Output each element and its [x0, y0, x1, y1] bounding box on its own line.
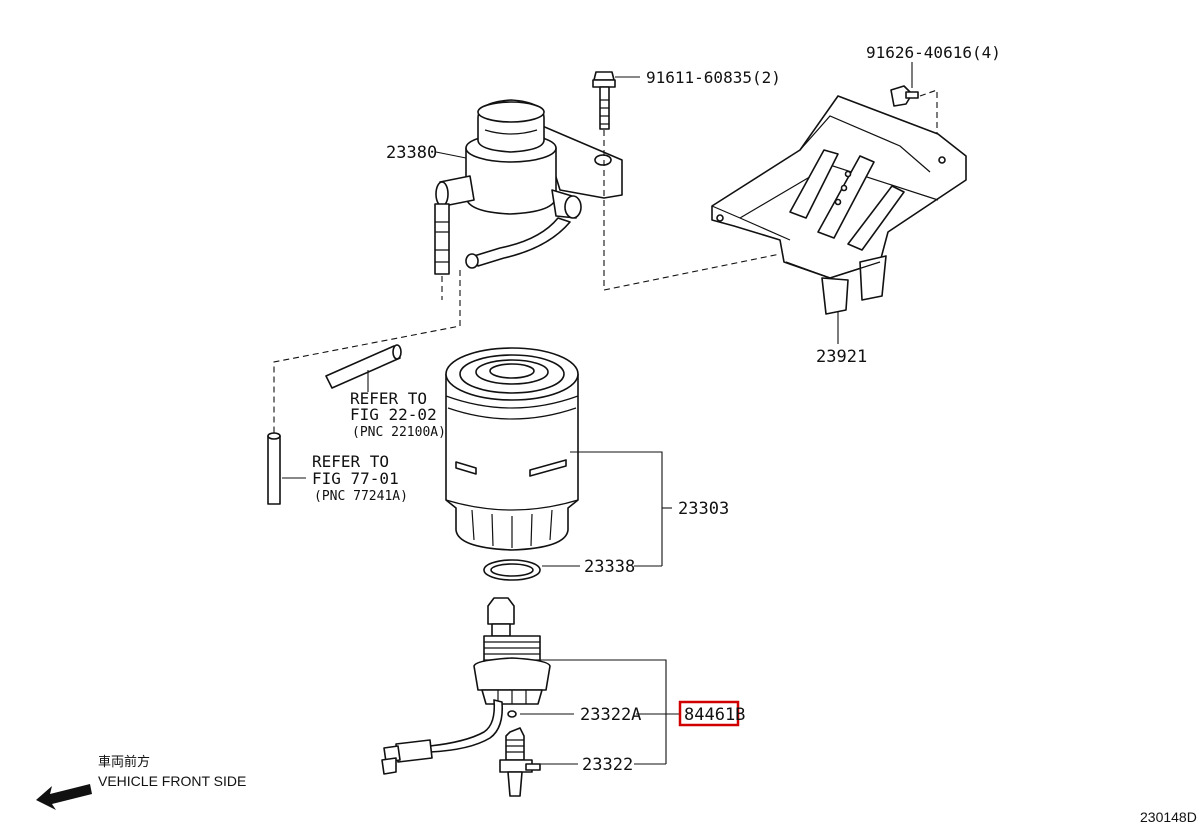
figure-id: 230148D — [1140, 809, 1197, 825]
dash-pump-hose — [273, 270, 461, 440]
label-sensor: 84461B — [684, 705, 745, 725]
label-oring: 23322A — [580, 705, 641, 725]
label-refer-2-l1: REFER TO — [312, 452, 389, 471]
label-filter: 23303 — [678, 499, 729, 519]
fuel-filter — [445, 347, 579, 551]
label-refer-2-l2: FIG 77-01 — [312, 469, 399, 488]
leader-filter — [570, 451, 663, 566]
bolt-bracket — [890, 85, 919, 107]
label-bolt-bracket: 91626-40616(4) — [866, 43, 1001, 62]
leader-pump-head — [435, 151, 467, 159]
dash-bolt-to-bracket — [603, 130, 781, 291]
label-refer-1-l3: (PNC 22100A) — [352, 425, 446, 440]
label-gasket: 23338 — [584, 557, 635, 577]
highlight-sensor — [678, 700, 740, 727]
label-refer-2-l3: (PNC 77241A) — [314, 489, 408, 504]
front-arrow-icon — [36, 784, 92, 810]
label-bracket: 23921 — [816, 347, 867, 367]
pump-head — [434, 99, 623, 275]
label-refer-1-l2: FIG 22-02 — [350, 405, 437, 424]
bracket — [711, 95, 967, 315]
label-pump-head: 23380 — [386, 143, 437, 163]
leader-sensor-group — [540, 659, 667, 764]
label-bolt-top: 91611-60835(2) — [646, 68, 781, 87]
hose-fig22 — [325, 344, 402, 389]
gasket — [483, 559, 541, 581]
bolt-top — [592, 71, 616, 130]
label-direction-en: VEHICLE FRONT SIDE — [98, 773, 246, 789]
o-ring — [507, 710, 517, 718]
drain-plug — [499, 727, 541, 797]
water-sensor — [381, 597, 551, 775]
label-direction-jp: 車両前方 — [98, 754, 150, 769]
label-plug: 23322 — [582, 755, 633, 775]
label-refer-1-l1: REFER TO — [350, 389, 427, 408]
pipe-fig77 — [267, 432, 281, 505]
